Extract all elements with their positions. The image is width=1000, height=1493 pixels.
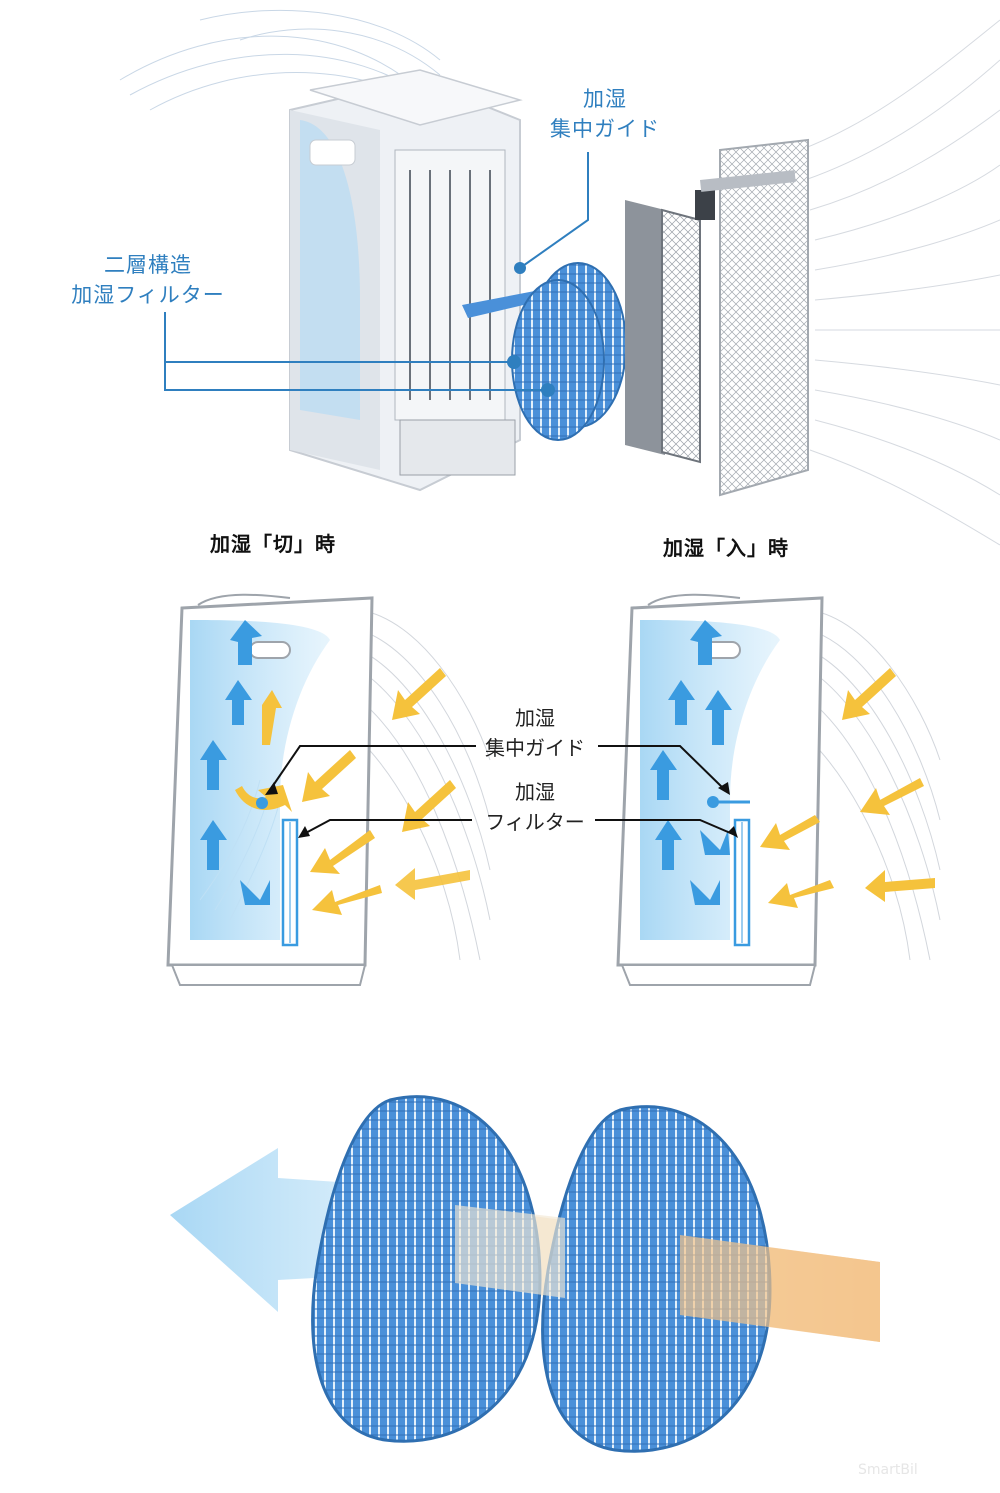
middle-leader-lines bbox=[256, 745, 736, 836]
middle-guide-label: 加湿 集中ガイド bbox=[485, 706, 585, 760]
diagram-humidify-on bbox=[616, 593, 941, 986]
middle-filter-label: 加湿 フィルター bbox=[485, 780, 585, 834]
arrow-icon bbox=[200, 620, 270, 905]
top-filter-label: 二層構造 加湿フィルター bbox=[71, 253, 225, 307]
diagram-humidify-off bbox=[166, 593, 491, 986]
airflow-lines-right bbox=[799, 19, 1000, 546]
top-leader-lines bbox=[164, 152, 589, 397]
purifier-unit bbox=[289, 69, 523, 492]
top-section bbox=[119, 9, 1000, 546]
intake-arrows-left bbox=[302, 668, 470, 915]
filter-disc-icon bbox=[511, 262, 627, 441]
filter-disc-pair bbox=[311, 1095, 772, 1453]
arrowheads bbox=[265, 782, 738, 838]
filter-panels bbox=[625, 138, 809, 497]
top-guide-label: 加湿 集中ガイド bbox=[550, 87, 660, 141]
intake-arrows-right bbox=[760, 668, 935, 908]
bottom-section bbox=[170, 1095, 880, 1453]
humidification-guide bbox=[462, 290, 545, 318]
title-humidify-off: 加湿「切」時 bbox=[210, 532, 336, 556]
title-humidify-on: 加湿「入」時 bbox=[663, 536, 789, 560]
watermark: SmartBil bbox=[858, 1462, 918, 1478]
